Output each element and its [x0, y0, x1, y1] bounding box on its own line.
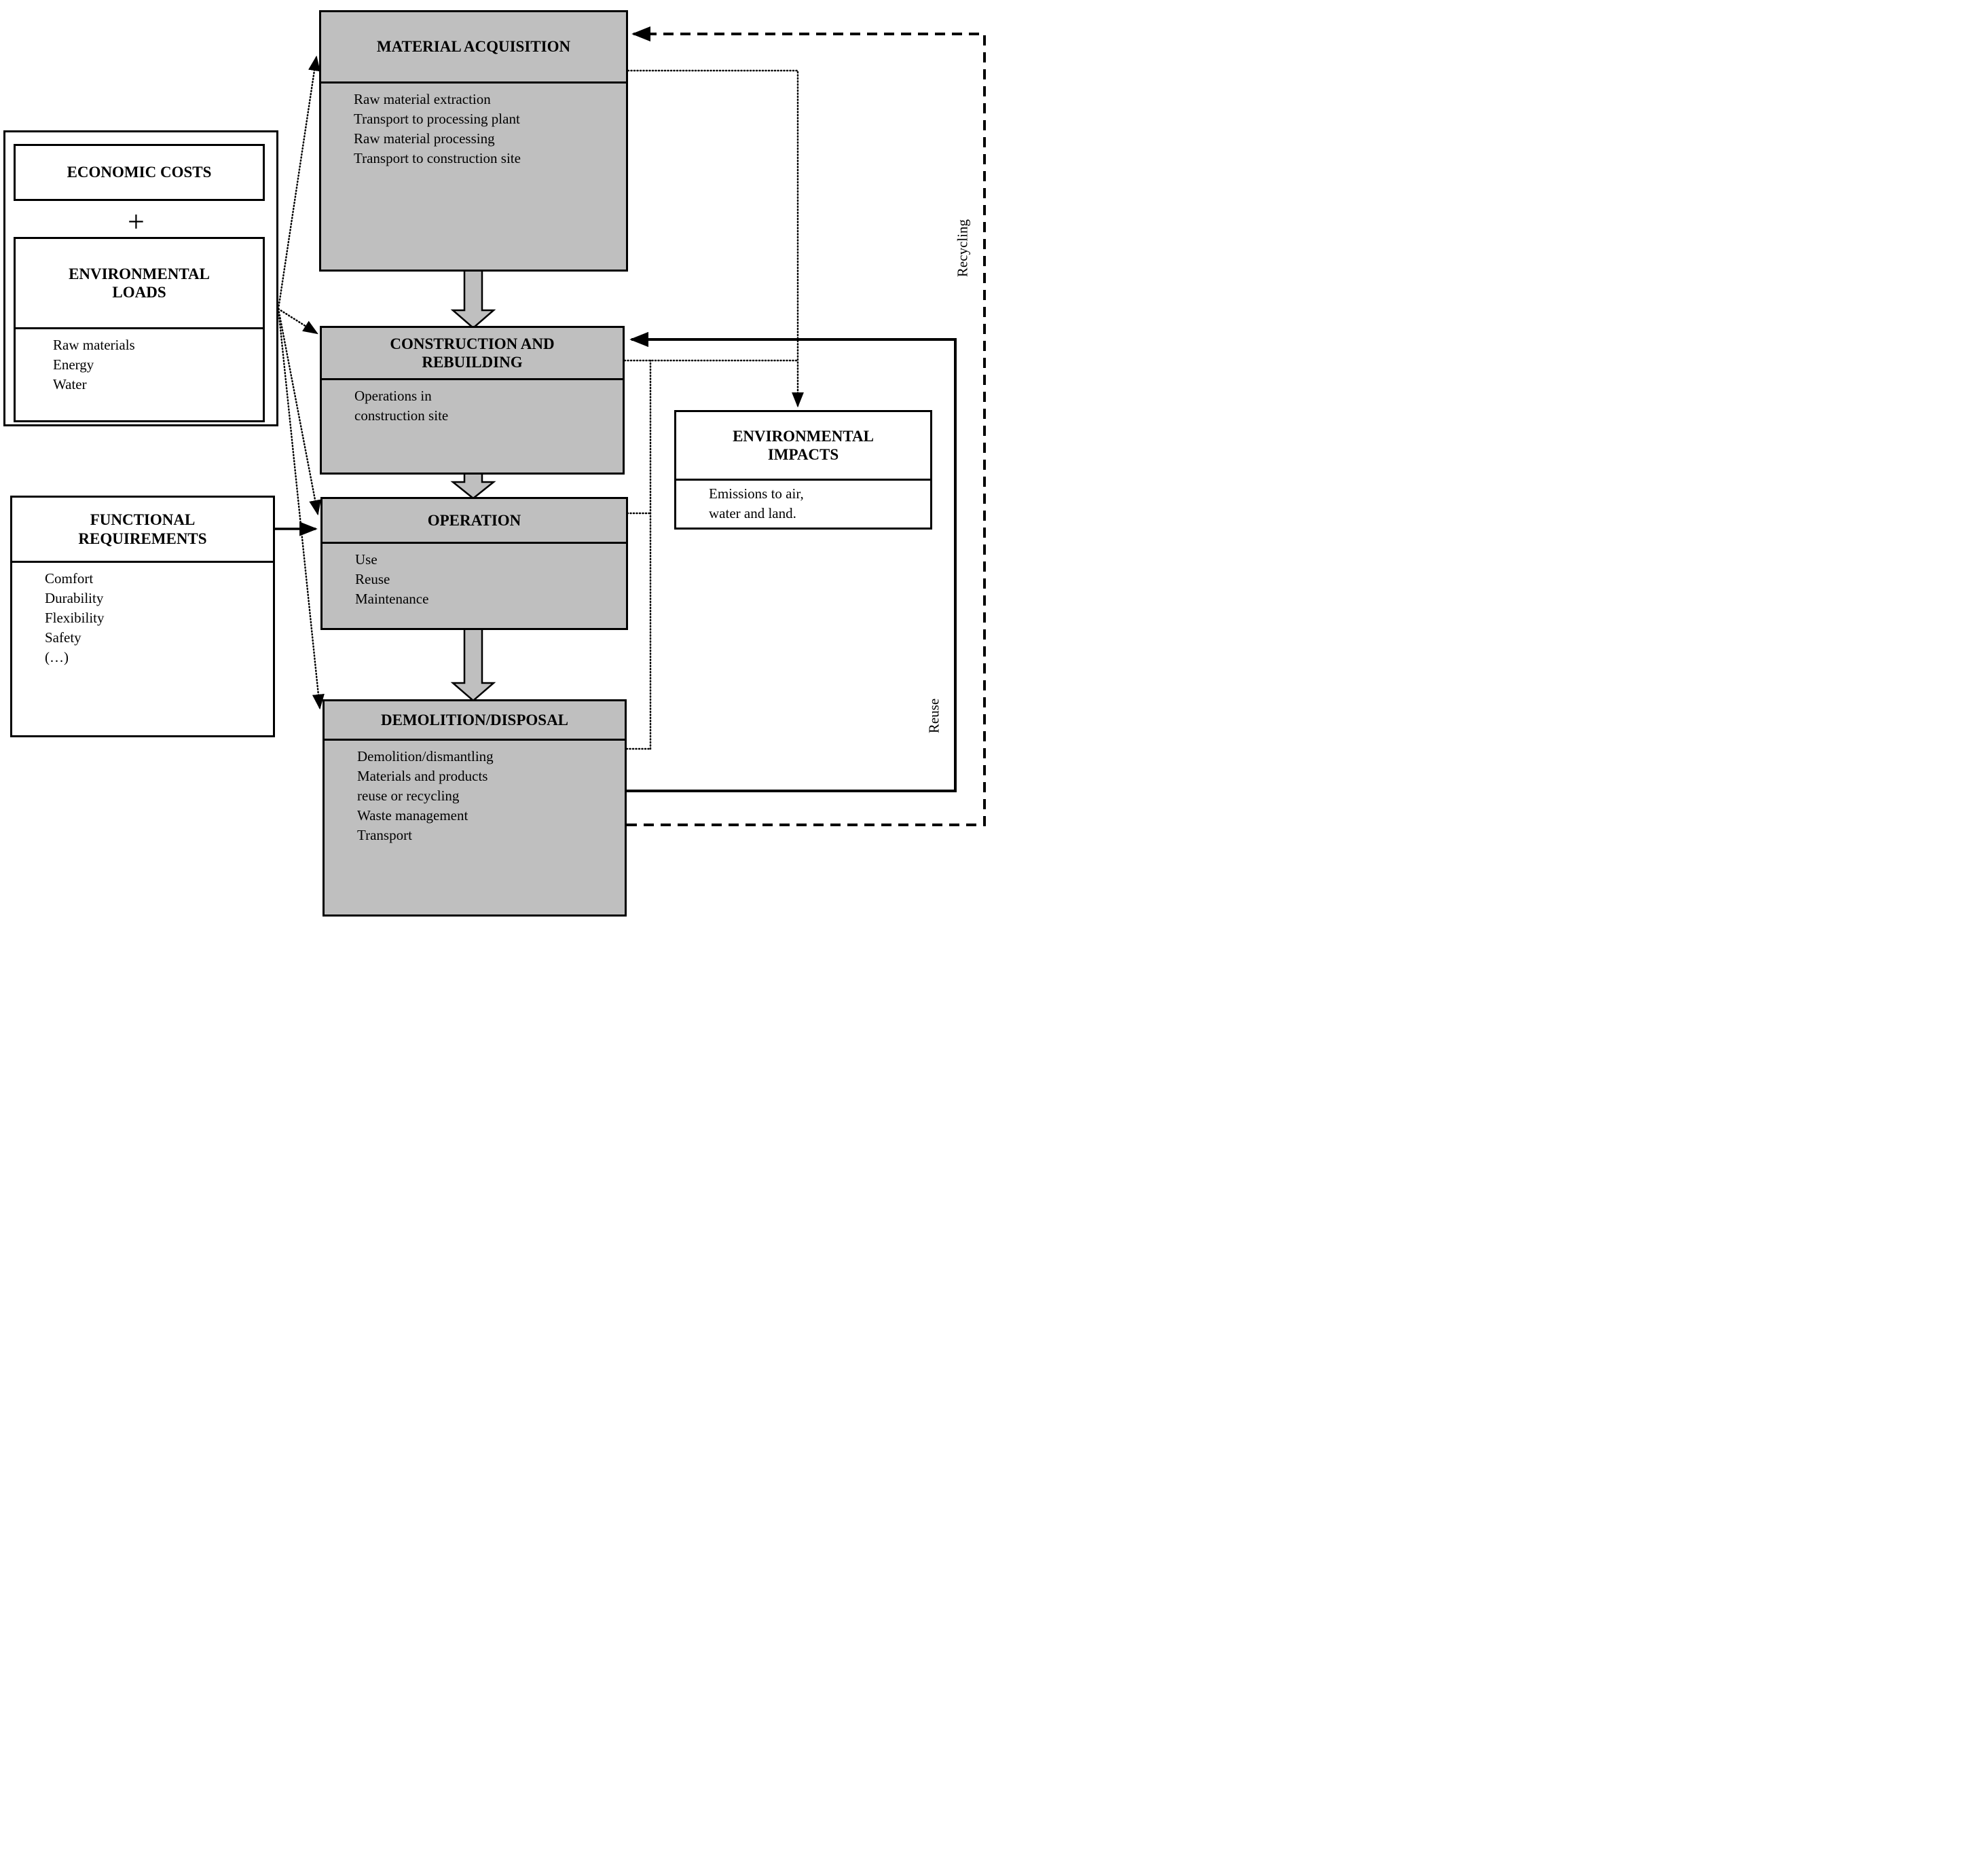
list-item: Comfort [45, 570, 94, 587]
flow-arrow-construction-to-operation [450, 470, 496, 500]
loads-to-stages-arrows [277, 55, 325, 710]
reuse-loop-label: Reuse [925, 698, 942, 734]
operation-box: OPERATION Use Reuse Maintenance [320, 497, 628, 630]
functional-requirements-title: FUNCTIONAL REQUIREMENTS [78, 511, 207, 547]
flow-arrow-acquisition-to-construction [450, 267, 496, 329]
list-item: Demolition/dismantling [357, 748, 494, 764]
loads-to-demolition-arrow [277, 308, 325, 710]
list-item: Waste management [357, 807, 468, 824]
loads-to-construction-arrow [277, 308, 318, 335]
list-item: Raw material processing [354, 130, 495, 147]
operation-title: OPERATION [427, 511, 521, 529]
demolition-disposal-title: DEMOLITION/DISPOSAL [380, 711, 569, 728]
list-item: Maintenance [355, 591, 429, 607]
list-item: Transport [357, 827, 412, 843]
stage-flow-arrows [450, 267, 496, 702]
list-item: Transport to construction site [354, 150, 521, 166]
list-item: Use [355, 551, 378, 568]
construction-and-rebuilding-title: CONSTRUCTION AND REBUILDING [390, 335, 555, 371]
loads-to-acquisition-arrow [277, 55, 320, 310]
list-item: Energy [53, 356, 94, 373]
list-item: Safety [45, 629, 81, 646]
economic-costs-box: ECONOMIC COSTS [14, 144, 265, 201]
recycling-loop-label: Recycling [954, 219, 971, 278]
list-item: Transport to processing plant [354, 111, 520, 127]
plus-sign: + [128, 205, 145, 238]
acquisition-output-line [627, 69, 804, 408]
environmental-impacts-title: ENVIRONMENTAL IMPACTS [733, 427, 874, 463]
list-item: Emissions to air, water and land. [709, 485, 804, 521]
construction-and-rebuilding-box: CONSTRUCTION AND REBUILDING Operations i… [320, 326, 625, 475]
material-acquisition-title: MATERIAL ACQUISITION [376, 38, 571, 56]
list-item: Raw material extraction [354, 91, 491, 107]
list-item: Durability [45, 590, 104, 606]
environmental-loads-box: ENVIRONMENTAL LOADS Raw materials Energy… [14, 237, 265, 422]
flow-arrow-operation-to-demolition [450, 626, 496, 702]
environmental-impacts-box: ENVIRONMENTAL IMPACTS Emissions to air, … [674, 410, 932, 530]
loads-to-operation-arrow [277, 308, 322, 516]
list-item: Materials and products reuse or recyclin… [357, 768, 488, 804]
list-item: Flexibility [45, 610, 105, 626]
environmental-loads-title: ENVIRONMENTAL LOADS [69, 265, 210, 301]
list-item: Water [53, 376, 87, 392]
recycling-loop-arrow [627, 26, 986, 826]
list-item: Reuse [355, 571, 390, 587]
economic-costs-title: ECONOMIC COSTS [67, 164, 212, 181]
list-item: Operations in construction site [354, 388, 449, 424]
material-acquisition-box: MATERIAL ACQUISITION Raw material extrac… [319, 10, 628, 272]
lca-diagram: ECONOMIC COSTS + ENVIRONMENTAL LOADS Raw… [0, 0, 994, 934]
functional-requirements-box: FUNCTIONAL REQUIREMENTS Comfort Durabili… [10, 496, 275, 737]
list-item: (…) [45, 649, 69, 665]
connector-layer [275, 26, 986, 826]
stages-to-impacts-lines [623, 69, 804, 750]
reuse-loop-arrow [627, 331, 957, 792]
list-item: Raw materials [53, 337, 135, 353]
demolition-disposal-box: DEMOLITION/DISPOSAL Demolition/dismantli… [323, 699, 627, 917]
